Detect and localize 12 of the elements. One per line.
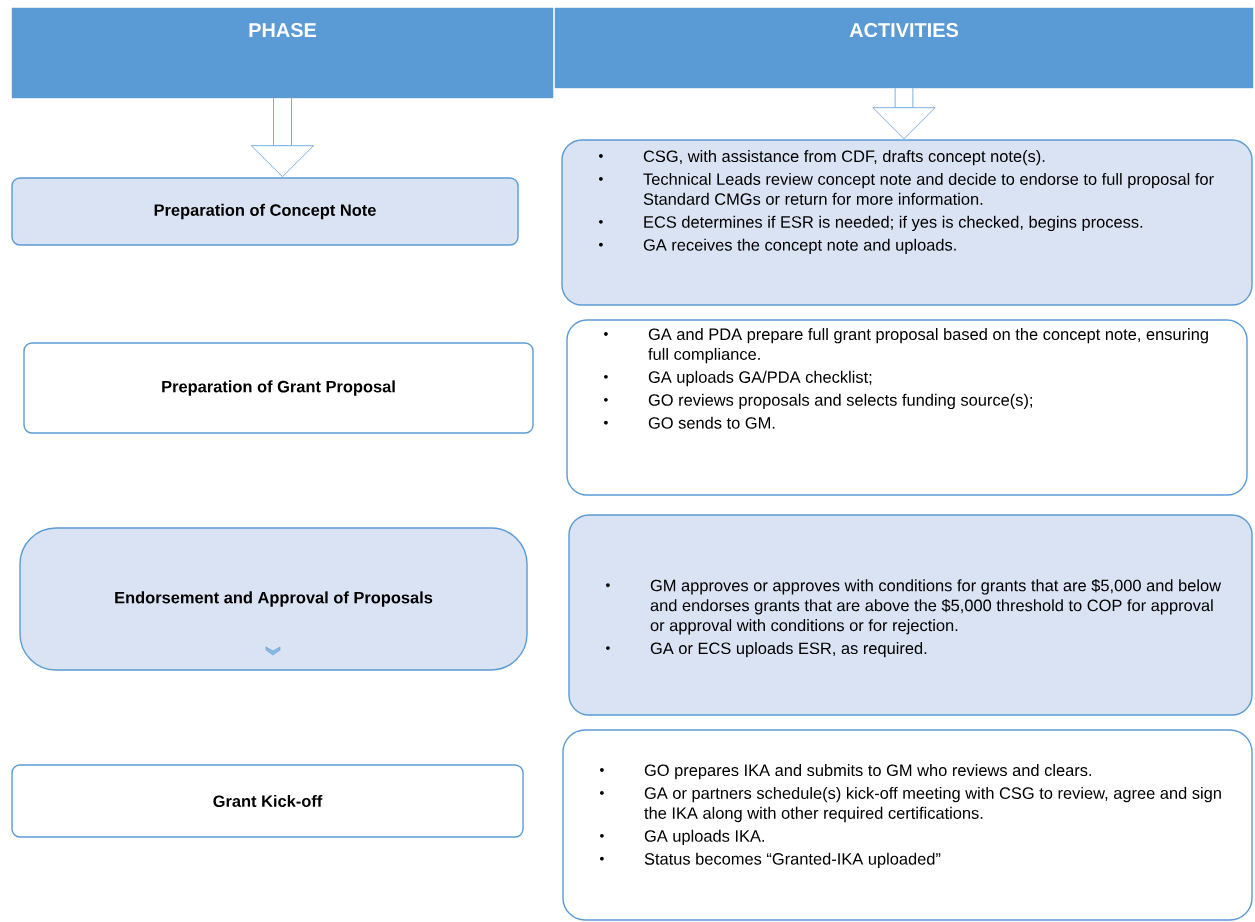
block-arrow <box>872 88 936 140</box>
header-bar: ACTIVITIES <box>554 7 1254 89</box>
phase-box: Preparation of Grant Proposal <box>23 342 534 434</box>
activity-box: CSG, with assistance from CDF, drafts concept note(s). Technical Leads review concept note and decide to endorse to full proposal for Standard CMGs or return for more information. ECS determines if ESR is needed; if yes is checked, begins process. GA receives the concept note and uploads. <box>561 139 1253 306</box>
phase-box: Preparation of Concept Note <box>11 177 519 246</box>
activity-box: GM approves or approves with conditions for grants that are $5,000 and below and endorses grants that are above the $5,000 threshold to COP for approval or approval with conditions or for rejection. GA or ECS uploads ESR, as required. <box>568 514 1253 716</box>
activity-box: GO prepares IKA and submits to GM who reviews and clears. GA or partners schedule(s) kick-off meeting with CSG to review, agree and sign the IKA along with other required certifications. GA uploads IKA. Status becomes “Granted-IKA uploaded” <box>562 729 1253 921</box>
phase-box: Endorsement and Approval of Proposals <box>19 527 528 671</box>
activity-box: GA and PDA prepare full grant proposal based on the concept note, ensuring full compliance. GA uploads GA/PDA checklist; GO reviews proposals and selects funding source(s); GO sends to GM. <box>566 319 1248 496</box>
phase-box: Grant Kick-off <box>11 764 524 838</box>
header-bar: PHASE <box>11 7 554 99</box>
block-arrow <box>251 98 314 178</box>
